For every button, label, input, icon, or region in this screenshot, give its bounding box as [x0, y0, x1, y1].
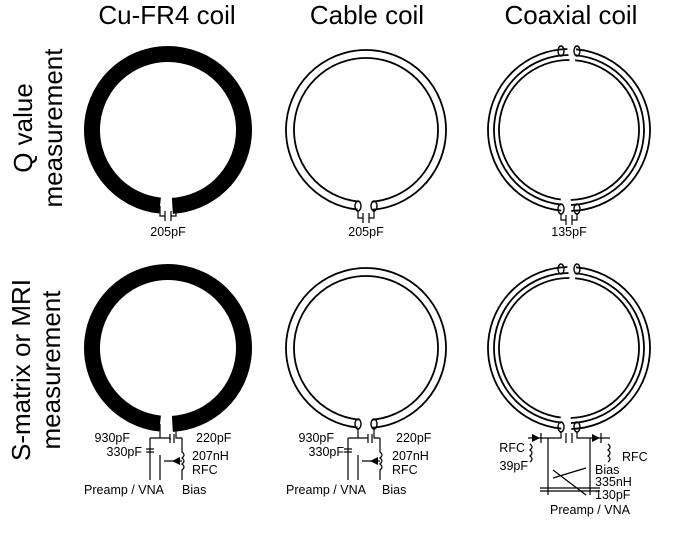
cufr4-l1-label: 207nH — [192, 449, 229, 463]
coax-l1-label: 335nH — [595, 475, 632, 489]
coax-rfc-right-label: RFC — [622, 450, 648, 464]
row-title-s-line1: S-matrix or MRI — [6, 279, 36, 461]
cable-coil-smatrix: 930pF 330pF 220pF 207nH RFC Preamp / VNA… — [285, 267, 447, 497]
column-title-cufr4: Cu-FR4 coil — [98, 0, 235, 30]
coax-coil-q: 135pF — [487, 45, 651, 239]
cable-c1-label: 930pF — [299, 431, 335, 445]
coax-rfc-left-label: RFC — [499, 441, 525, 455]
row-title-q-line2: measurement — [38, 48, 68, 208]
coax-c2-label: 130pF — [595, 488, 631, 502]
cable-c3-label: 220pF — [396, 431, 432, 445]
column-title-cable: Cable coil — [310, 0, 424, 30]
row-title-q-line1: Q value — [8, 83, 38, 173]
cufr4-coil-q: 205pF — [84, 46, 253, 239]
cufr4-c2-label: 330pF — [107, 445, 143, 459]
coax-c1-label: 39pF — [500, 459, 529, 473]
cufr4-coil-smatrix: 930pF 330pF 220pF 207nH RFC Preamp / VNA… — [84, 264, 253, 497]
coax-bias-label: Bias — [595, 463, 619, 477]
cufr4-rfc-label: RFC — [192, 463, 218, 477]
coax-q-cap-label: 135pF — [551, 225, 587, 239]
cufr4-q-cap-label: 205pF — [150, 225, 186, 239]
cable-preamp-label: Preamp / VNA — [286, 483, 367, 497]
coax-preamp-label: Preamp / VNA — [550, 503, 631, 517]
column-title-coaxial: Coaxial coil — [505, 0, 638, 30]
row-title-q-value: Q value measurement — [8, 48, 68, 208]
row-title-s-line2: measurement — [36, 290, 66, 450]
cable-rfc-label: RFC — [392, 463, 418, 477]
cable-coil-q: 205pF — [285, 49, 447, 239]
cable-c2-label: 330pF — [309, 445, 345, 459]
cufr4-preamp-label: Preamp / VNA — [84, 483, 165, 497]
row-title-s-matrix: S-matrix or MRI measurement — [6, 279, 66, 461]
cufr4-c1-label: 930pF — [95, 431, 131, 445]
cufr4-c3-label: 220pF — [196, 431, 232, 445]
cable-q-cap-label: 205pF — [348, 225, 384, 239]
cable-bias-label: Bias — [382, 483, 406, 497]
cufr4-bias-label: Bias — [182, 483, 206, 497]
coax-coil-smatrix: RFC RFC 39pF Bias 335nH 130pF Preamp / V… — [487, 263, 651, 517]
cable-l1-label: 207nH — [392, 449, 429, 463]
